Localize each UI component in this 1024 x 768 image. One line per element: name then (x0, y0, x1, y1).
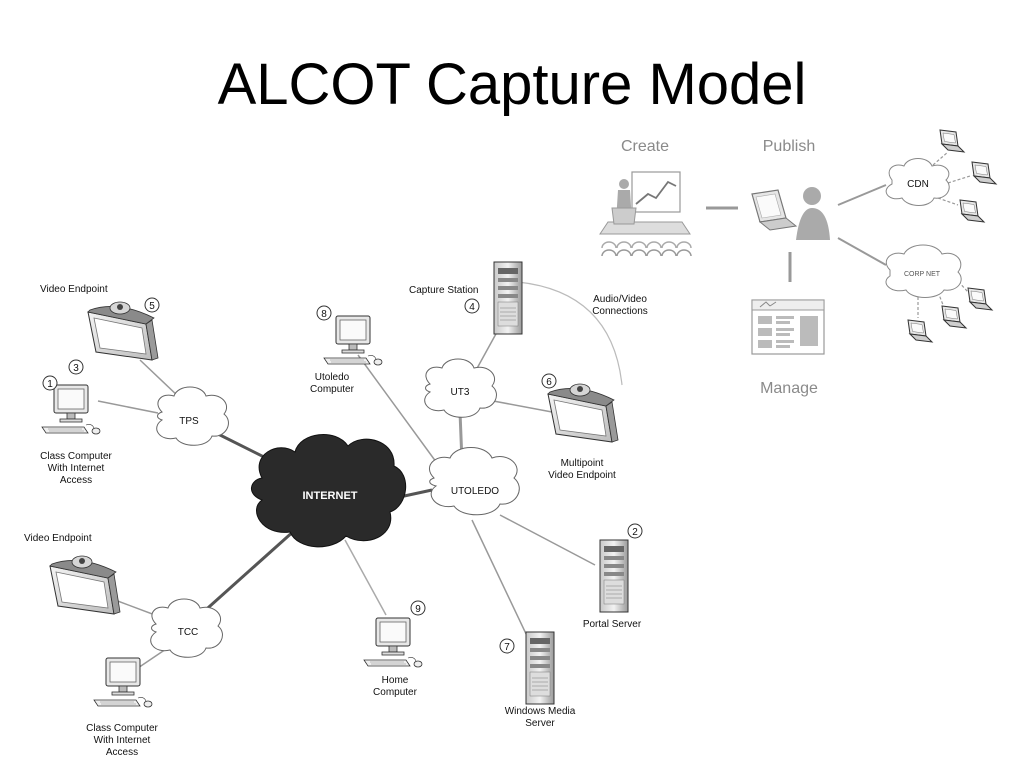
computer-icon (363, 617, 423, 668)
badge-7: 7 (499, 638, 515, 654)
av-connections-label-2: Connections (592, 306, 648, 317)
cdn-label: CDN (907, 179, 929, 190)
svg-text:6: 6 (546, 377, 552, 388)
svg-text:3: 3 (73, 363, 79, 374)
computer-icon (41, 384, 101, 435)
link-internet-home (344, 539, 387, 616)
link-cdn-laptop-3 (937, 197, 959, 206)
laptop-icon (959, 199, 985, 223)
connections (97, 151, 971, 673)
home-computer-label-1: Home (382, 675, 409, 686)
laptop-icon (967, 287, 993, 311)
utoledo-computer-label-1: Utoledo (315, 372, 350, 383)
svg-text:2: 2 (632, 527, 638, 538)
badge-2: 2 (627, 523, 643, 539)
link-cdn-laptop-2 (947, 175, 971, 184)
video-endpoint-icon (49, 555, 121, 615)
capture-station-label: Capture Station (409, 285, 479, 296)
tps-label: TPS (179, 416, 199, 427)
svg-text:1: 1 (47, 379, 53, 390)
badge-3: 3 (68, 359, 84, 375)
svg-text:4: 4 (469, 302, 475, 313)
publisher-icon (751, 187, 830, 240)
home-computer-label-2: Computer (373, 687, 418, 698)
laptop-icon (907, 319, 933, 343)
wms-label-2: Server (525, 718, 555, 729)
manage-window-icon (751, 299, 825, 355)
utoledo-computer-label-2: Computer (310, 384, 355, 395)
ut3-label: UT3 (451, 387, 470, 398)
video-endpoint-bottom-label: Video Endpoint (24, 533, 92, 544)
svg-text:7: 7 (504, 642, 510, 653)
link-cdn-laptop-1 (932, 151, 949, 166)
presenter-icon (599, 171, 692, 257)
tcc-cloud: TCC (150, 598, 223, 658)
link-ut3-multipoint (487, 399, 553, 413)
link-tps-videoendpoint (139, 359, 181, 399)
corpnet-label: CORP NET (904, 271, 941, 278)
tcc-label: TCC (178, 627, 199, 638)
laptop-icon (941, 305, 967, 329)
wms-label-1: Windows Media (505, 706, 576, 717)
link-corpnet-laptop-1 (954, 277, 969, 293)
multipoint-label-1: Multipoint (561, 458, 604, 469)
computer-icon (93, 657, 153, 708)
class-computer-bottom-label-2: With Internet (94, 735, 151, 746)
publish-label: Publish (763, 138, 815, 155)
corpnet-cloud: CORP NET (885, 244, 962, 298)
link-ut3-capturestation (474, 331, 498, 373)
svg-text:8: 8 (321, 309, 327, 320)
ut3-cloud: UT3 (424, 358, 497, 418)
class-computer-top-label-3: Access (60, 475, 92, 486)
multipoint-video-endpoint-icon (547, 383, 619, 443)
utoledo-label: UTOLEDO (451, 486, 499, 497)
server-icon (525, 631, 555, 705)
av-connections-label-1: Audio/Video (593, 294, 647, 305)
computer-icon (323, 315, 383, 366)
utoledo-cloud: UTOLEDO (428, 447, 520, 516)
multipoint-label-2: Video Endpoint (548, 470, 616, 481)
badge-5: 5 (144, 297, 160, 313)
link-utoledo-wms (471, 519, 529, 639)
link-publish-cdn (837, 184, 887, 206)
laptop-icon (971, 161, 997, 185)
manage-label: Manage (760, 380, 818, 397)
laptop-icon (939, 129, 965, 153)
server-icon (493, 261, 523, 335)
internet-label: INTERNET (303, 490, 358, 502)
create-label: Create (621, 138, 669, 155)
cdn-cloud: CDN (885, 158, 950, 206)
class-computer-top-label-1: Class Computer (40, 451, 112, 462)
class-computer-bottom-label-3: Access (106, 747, 138, 758)
svg-text:9: 9 (415, 604, 421, 615)
badge-8: 8 (316, 305, 332, 321)
link-publish-corpnet (837, 237, 887, 266)
server-icon (599, 539, 629, 613)
class-computer-top-label-2: With Internet (48, 463, 105, 474)
tps-cloud: TPS (156, 386, 229, 446)
portal-server-label: Portal Server (583, 619, 642, 630)
link-utoledo-utoledocomputer (357, 354, 443, 471)
badge-9: 9 (410, 600, 426, 616)
class-computer-bottom-label-1: Class Computer (86, 723, 158, 734)
page-title: ALCOT Capture Model (217, 52, 807, 117)
link-utoledo-portalserver (499, 514, 596, 566)
svg-text:5: 5 (149, 301, 155, 312)
badge-4: 4 (464, 298, 480, 314)
link-tps-classcomputer (97, 400, 159, 414)
video-endpoint-top-label: Video Endpoint (40, 284, 108, 295)
av-connections-arc (517, 281, 623, 386)
badge-1: 1 (42, 375, 58, 391)
internet-cloud: INTERNET (251, 434, 407, 548)
link-internet-tcc (198, 528, 297, 617)
badge-6: 6 (541, 373, 557, 389)
